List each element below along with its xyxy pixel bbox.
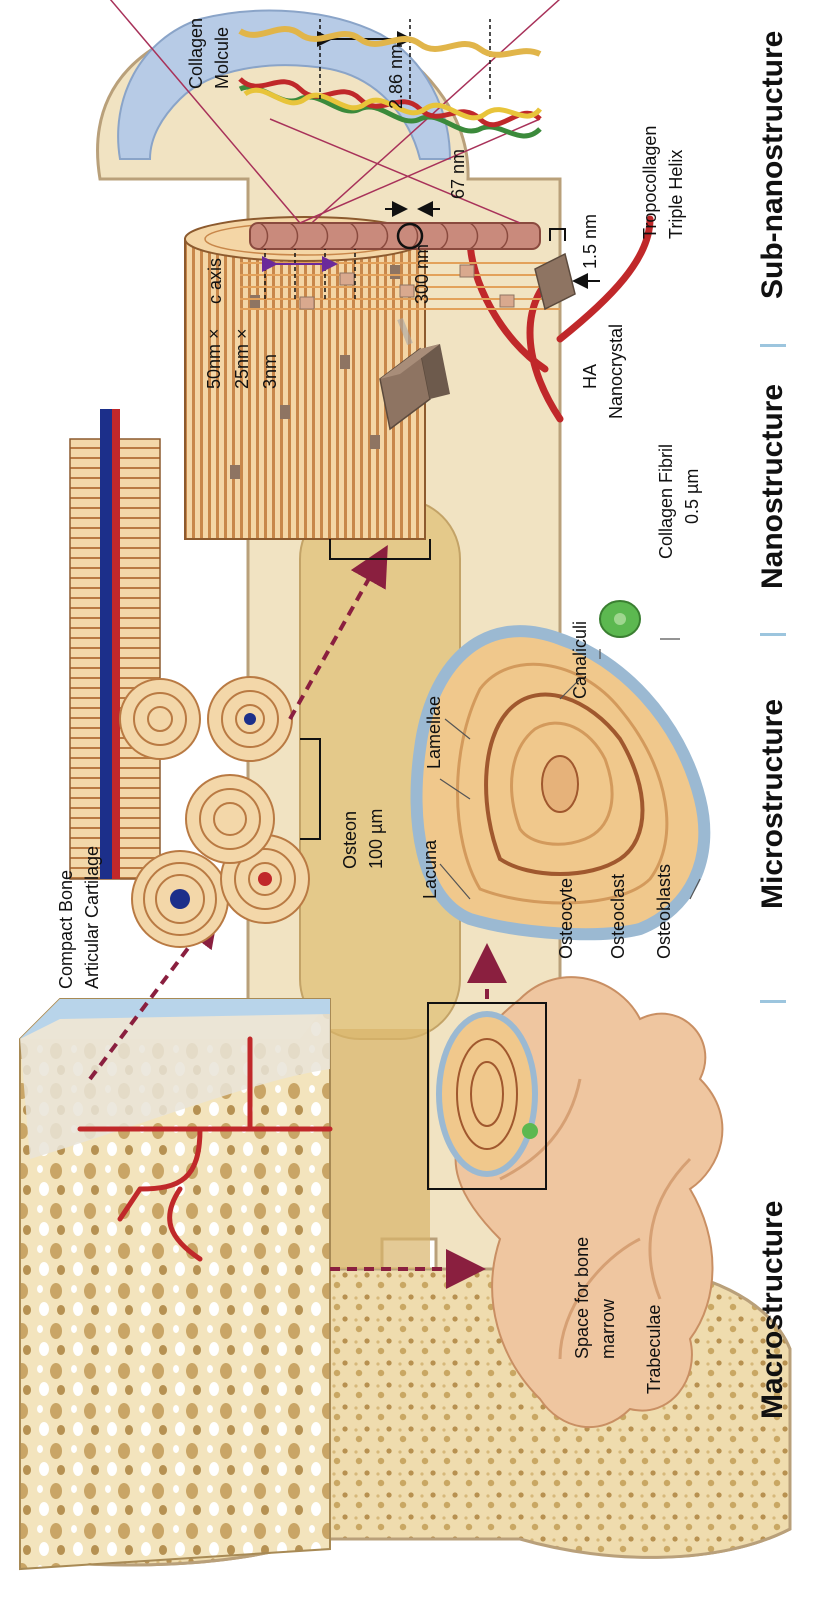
spongy-bone-block (20, 999, 330, 1569)
label-compact-bone: Compact Bone (56, 870, 77, 989)
separator-2 (760, 633, 786, 636)
section-sub-nanostructure: Sub-nanostructure (756, 31, 790, 299)
label-osteon-size: 100 µm (366, 809, 387, 869)
label-nanocrystal: Nanocrystal (606, 324, 627, 419)
label-c-axis: c axis (205, 258, 226, 304)
label-300-nm: 300 nm (412, 244, 433, 304)
label-crystal-dim-2: 25nm × (232, 328, 253, 389)
label-canaliculi: Canaliculi (570, 621, 591, 699)
label-lamellae: Lamellae (424, 696, 445, 769)
label-triple-helix: Triple Helix (666, 150, 687, 239)
label-1-5-nm: 1.5 nm (580, 214, 601, 269)
label-osteocyte: Osteocyte (556, 878, 577, 959)
label-trabeculae: Trabeculae (644, 1305, 665, 1394)
label-67-nm: 67 nm (448, 149, 469, 199)
label-osteoclast: Osteoclast (608, 874, 629, 959)
label-ha: HA (580, 364, 601, 389)
separator-1 (760, 1000, 786, 1003)
label-space-for-bone: Space for bone (572, 1237, 593, 1359)
label-lacuna: Lacuna (420, 840, 441, 899)
separator-3 (760, 344, 786, 347)
label-osteoblasts: Osteoblasts (654, 864, 675, 959)
label-collagen-fibril: Collagen Fibril (656, 444, 677, 559)
label-collagen: Collagen (186, 18, 207, 89)
label-tropocollagen: Tropocollagen (640, 126, 661, 239)
label-marrow: marrow (598, 1299, 619, 1359)
section-microstructure: Microstructure (756, 699, 790, 909)
label-collagen-fibril-size: 0.5 µm (682, 469, 703, 524)
label-crystal-dim-1: 50nm × (204, 328, 225, 389)
label-crystal-dim-3: 3nm (260, 354, 281, 389)
label-molcule: Molcule (212, 27, 233, 89)
label-articular-cartilage: Articular Cartilage (82, 846, 103, 989)
section-macrostructure: Macrostructure (756, 1201, 790, 1419)
section-nanostructure: Nanostructure (756, 384, 790, 589)
label-osteon: Osteon (340, 811, 361, 869)
label-2-86-nm: 2.86 nm (386, 44, 407, 109)
